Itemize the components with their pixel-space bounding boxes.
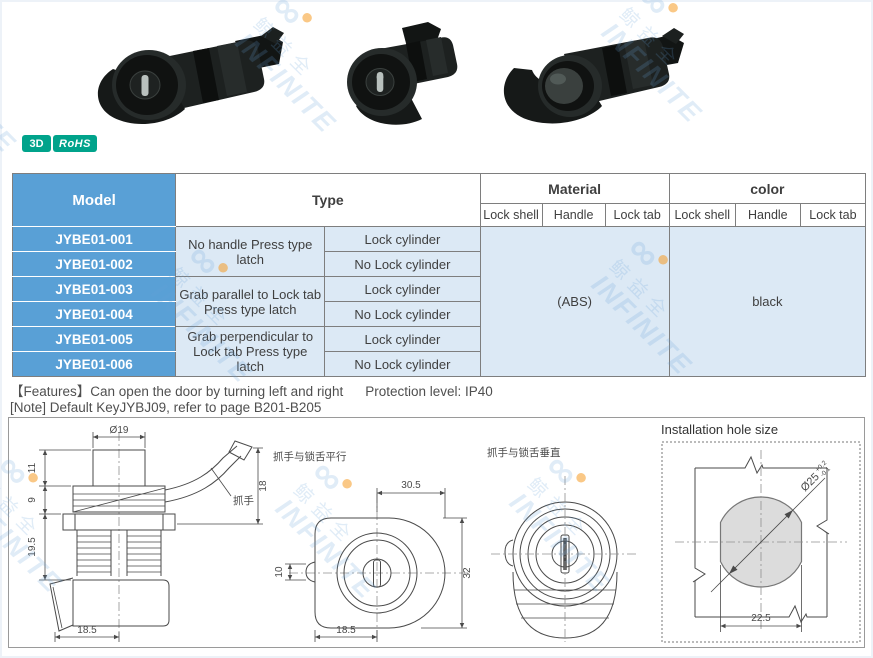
product-photo-button-latch: [503, 28, 684, 124]
dim-30-5: 30.5: [401, 480, 421, 491]
type-group-cell: No handle Press type latch: [175, 226, 326, 277]
cylinder-cell: No Lock cylinder: [324, 301, 481, 327]
watermark-brand: INFINITE: [0, 47, 22, 160]
cylinder-cell: Lock cylinder: [324, 226, 481, 252]
watermark-cn: 鲸益全: [0, 35, 34, 140]
model-cell: JYBE01-003: [11, 276, 177, 302]
color-value-cell: black: [668, 226, 867, 377]
type-group-cell: Grab perpendicular to Lock tab Press typ…: [175, 326, 326, 377]
table-row: JYBE01-006 No Lock cylinder: [11, 351, 866, 377]
cylinder-cell: No Lock cylinder: [324, 351, 481, 377]
features-line: 【Features】Can open the door by turning l…: [10, 384, 493, 400]
model-cell: JYBE01-005: [11, 326, 177, 352]
spec-table-wrap: Model Type Material color Lock shell Han…: [11, 173, 867, 377]
features-block: 【Features】Can open the door by turning l…: [10, 384, 493, 415]
dim-dia19: Ø19: [110, 425, 129, 436]
subcol-color-locktab: Lock tab: [799, 203, 867, 227]
dim-dia25: Ø25: [799, 471, 822, 494]
col-header-model: Model: [11, 173, 177, 227]
cylinder-cell: Lock cylinder: [324, 276, 481, 302]
dim-18-5-side: 18.5: [77, 625, 97, 636]
logo-dot-icon: ●: [660, 0, 688, 21]
type-group-cell: Grab parallel to Lock tab Press type lat…: [175, 276, 326, 327]
product-photo-key-latch-angled: [97, 27, 284, 125]
cylinder-cell: Lock cylinder: [324, 326, 481, 352]
dim-11: 11: [27, 462, 38, 473]
note-line: [Note] Default KeyJYBJ09, refer to page …: [10, 399, 322, 415]
dim-18: 18: [258, 480, 269, 492]
col-header-color: color: [668, 173, 867, 204]
subcol-color-lockshell: Lock shell: [668, 203, 736, 227]
drawing-installation-hole: Installation hole size Ø25 +0.2 -0.1: [661, 422, 861, 643]
model-cell: JYBE01-006: [11, 351, 177, 377]
material-value-cell: (ABS): [479, 226, 670, 377]
dim-22-5: 22.5: [751, 613, 771, 624]
dim-10: 10: [274, 566, 285, 578]
drawing-title-perpendicular: 抓手与锁舌垂直: [487, 446, 561, 459]
table-row: JYBE01-005 Grab perpendicular to Lock ta…: [11, 326, 866, 377]
logo-dot-icon: ●: [294, 3, 322, 31]
technical-drawings-box: 抓手 11 9 19.5 Ø19 18: [8, 417, 865, 648]
table-row: JYBE01-001 No handle Press type latch Lo…: [11, 226, 867, 377]
infinity-logo-icon: ∞: [628, 0, 678, 24]
subcol-material-handle: Handle: [541, 203, 606, 227]
features-text: Can open the door by turning left and ri…: [90, 384, 344, 399]
model-cell: JYBE01-004: [11, 301, 177, 327]
drawing-front-perpendicular: 抓手与锁舌垂直: [487, 446, 639, 642]
protection-level: Protection level: IP40: [365, 384, 493, 399]
col-header-type: Type: [175, 173, 481, 227]
dim-19-5: 19.5: [27, 537, 38, 557]
table-row: JYBE01-002 No Lock cylinder: [11, 251, 866, 277]
model-cell: JYBE01-001: [11, 226, 177, 252]
cylinder-cell: No Lock cylinder: [324, 251, 481, 277]
table-row: JYBE01-004 No Lock cylinder: [11, 301, 866, 327]
badge-rohs: RoHS: [53, 135, 97, 152]
badge-3d: 3D: [22, 135, 51, 152]
drawing-side-view: 抓手 11 9 19.5 Ø19 18: [27, 425, 269, 642]
spec-table: Model Type Material color Lock shell Han…: [11, 173, 867, 377]
dim-32: 32: [462, 567, 473, 579]
table-row: JYBE01-003 Grab parallel to Lock tab Pre…: [11, 276, 866, 327]
dim-9: 9: [27, 497, 38, 503]
handle-callout-label: 抓手: [233, 494, 254, 507]
push-button-icon: [545, 68, 583, 104]
subcol-color-handle: Handle: [734, 203, 801, 227]
drawing-front-parallel: 抓手与锁舌平行 30.5 10 32 18.5: [273, 450, 473, 642]
col-header-material: Material: [479, 173, 670, 204]
subcol-material-lockshell: Lock shell: [479, 203, 543, 227]
dim-18-5-front: 18.5: [336, 625, 356, 636]
installation-title: Installation hole size: [661, 422, 778, 437]
subcol-material-locktab: Lock tab: [604, 203, 670, 227]
logo-dot-icon: ●: [0, 23, 2, 50]
features-label: 【Features】: [10, 384, 91, 399]
keyhole-icon: [373, 559, 381, 588]
model-cell: JYBE01-002: [11, 251, 177, 277]
product-photo-key-latch-front: [347, 22, 458, 125]
drawing-title-parallel: 抓手与锁舌平行: [273, 450, 347, 463]
